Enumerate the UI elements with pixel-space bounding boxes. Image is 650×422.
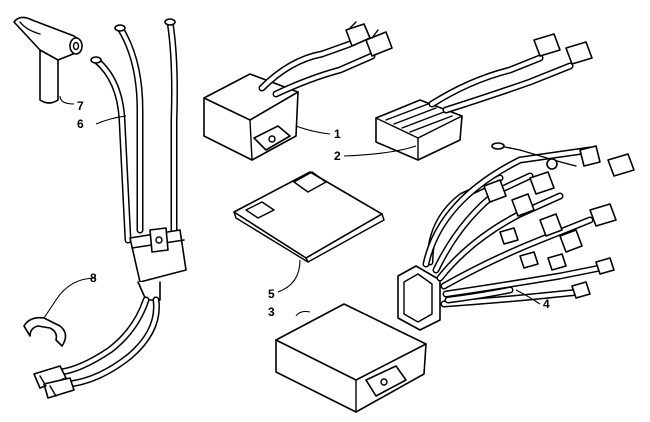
callout-1: 1 <box>334 127 341 141</box>
callout-7: 7 <box>77 99 84 113</box>
voltage-regulator-2 <box>375 33 593 161</box>
coil-body <box>129 227 187 301</box>
callout-2: 2 <box>334 149 341 163</box>
ignition-coil-assembly <box>13 16 187 399</box>
high-tension-leads <box>90 18 178 244</box>
spark-plug-cap <box>13 16 83 104</box>
callout-5: 5 <box>268 287 275 301</box>
adhesive-pad-5 <box>233 171 385 263</box>
wire-clip <box>23 316 67 347</box>
coil-pigtail <box>33 296 160 399</box>
control-module-1 <box>203 21 393 161</box>
ecu-box-3 <box>275 303 427 413</box>
callout-4: 4 <box>543 297 550 311</box>
leader-lines <box>43 95 541 319</box>
callout-3: 3 <box>268 305 275 319</box>
main-wiring-harness-4 <box>397 142 635 331</box>
callout-6: 6 <box>77 117 84 131</box>
callout-8: 8 <box>90 271 97 285</box>
callouts: 7 6 1 2 3 4 5 8 <box>77 99 550 319</box>
